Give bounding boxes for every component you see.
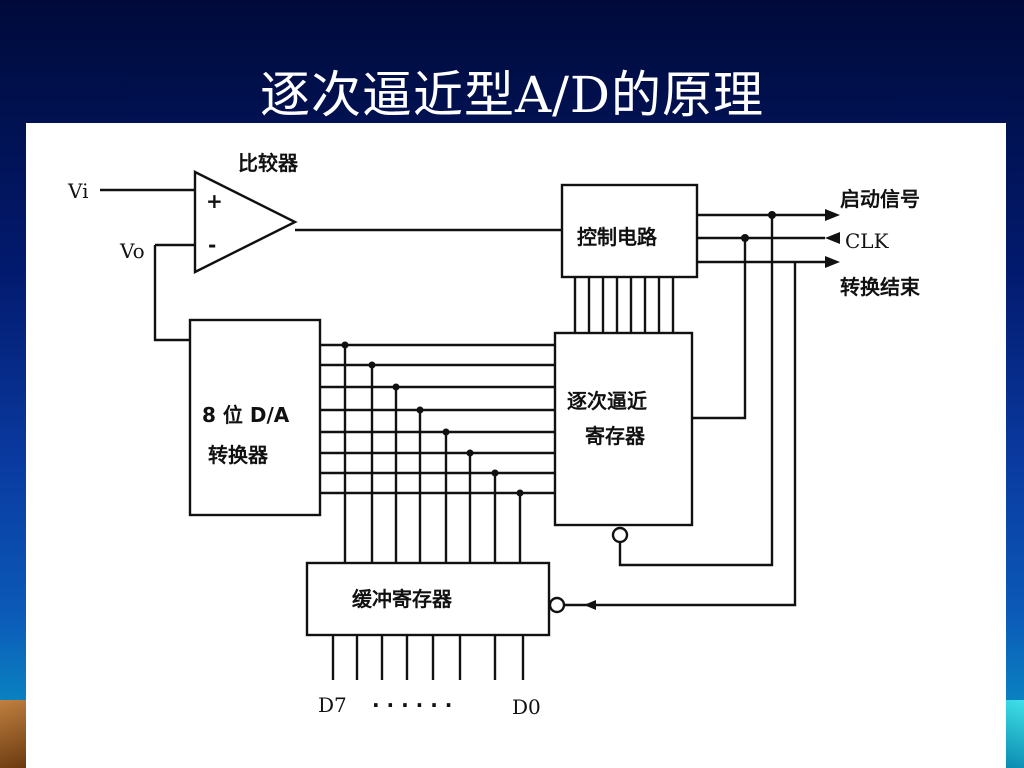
sar-clk-wire — [692, 238, 747, 420]
buffer-register-box — [305, 561, 551, 637]
junction-dots — [341, 211, 776, 497]
sar-start-wire — [618, 215, 774, 567]
clk-label: CLK — [845, 229, 890, 253]
slide-title: 逐次逼近型A/D的原理 — [259, 66, 765, 124]
buffer-end-wire — [564, 262, 797, 607]
dac-box — [188, 318, 322, 517]
sar-label-line1: 逐次逼近 — [567, 389, 647, 413]
dac-label-line1: 8 位 D/A — [202, 403, 290, 427]
buffer-inverter-bubble — [548, 596, 566, 614]
control-sar-bus — [573, 277, 675, 333]
start-signal-label: 启动信号 — [840, 187, 920, 211]
vo-label: Vo — [119, 239, 145, 263]
comparator-symbol — [193, 170, 298, 274]
corner-decoration-right — [1006, 700, 1024, 768]
bus-buffer-taps — [343, 345, 522, 563]
control-circuit-box — [560, 183, 699, 279]
corner-decoration-left — [0, 700, 26, 768]
control-circuit-label: 控制电路 — [577, 225, 658, 249]
buffer-output-lines — [331, 635, 525, 680]
vi-label: Vi — [67, 179, 89, 203]
conversion-end-label: 转换结束 — [840, 275, 921, 299]
comparator-label: 比较器 — [238, 151, 299, 175]
plus-sign: + — [206, 189, 223, 213]
sar-dac-bus — [320, 343, 555, 495]
sar-box — [553, 331, 694, 527]
d7-label: D7 — [318, 693, 347, 717]
vo-loop-wire — [153, 245, 190, 342]
minus-sign: - — [208, 233, 216, 257]
buffer-register-label: 缓冲寄存器 — [352, 587, 453, 611]
arrowheads — [584, 209, 840, 610]
dots-label: · · · · · · — [372, 693, 452, 717]
sar-inverter-bubble — [611, 526, 629, 544]
d0-label: D0 — [512, 695, 541, 719]
sar-label-line2: 寄存器 — [585, 424, 646, 448]
dac-label-line2: 转换器 — [208, 443, 269, 467]
